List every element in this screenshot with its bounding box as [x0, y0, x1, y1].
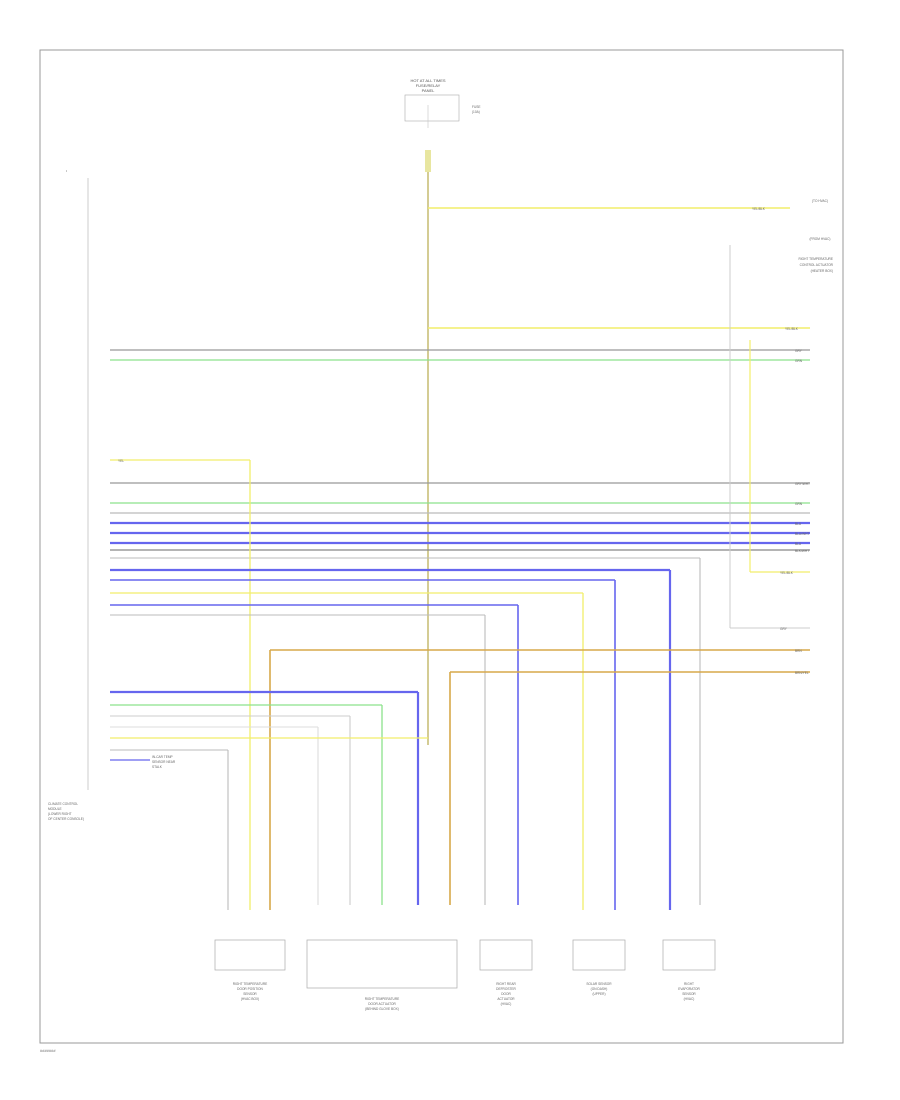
control-module: • CLIMATE CONTROL MODULE (LOWER RIGHT OF…	[48, 169, 89, 821]
component-box-c1	[214, 939, 286, 971]
right-top-label-3: (HEATER BOX)	[811, 269, 833, 273]
fuse-label-line-1: FUSE	[472, 105, 481, 109]
label-yel-572: YEL/BLK	[780, 571, 794, 575]
drop-wires: YEL BRN BRN/YEL IN-CAR TEMP SENSOR NEAR …	[110, 459, 810, 910]
label-gry-350: GRY	[795, 349, 803, 353]
label-brn-650: BRN	[795, 649, 802, 653]
label-blu-523: BLU	[795, 522, 802, 526]
supply-box	[404, 94, 460, 122]
c4-label-1: SOLAR SENSOR	[586, 982, 612, 986]
bottom-components: RIGHT TEMPERATURE DOOR POSITION SENSOR (…	[214, 939, 716, 1011]
module-label-line-2: MODULE	[48, 807, 62, 811]
c1-label-1: RIGHT TEMPERATURE	[233, 982, 268, 986]
c5-label-1: RIGHT	[684, 982, 694, 986]
right-top-component: (TO HVAC) (FROM HVAC) RIGHT TEMPERATURE …	[798, 199, 833, 273]
label-blu-533: BLU/WHT	[795, 532, 809, 536]
right-top-label-2: CONTROL ACTUATOR	[800, 263, 834, 267]
module-label-line-3: (LOWER RIGHT	[48, 812, 72, 816]
label-gry-628: GRY	[780, 627, 788, 631]
fuse-marker	[425, 150, 431, 172]
c5-label-3: SENSOR	[682, 992, 696, 996]
right-note-1: (TO HVAC)	[812, 199, 828, 203]
c3-label-5: (HVAC)	[501, 1002, 512, 1006]
fuse-label-line-2: (10A)	[472, 110, 480, 114]
c4-label-2: (ON DASH)	[591, 987, 608, 991]
component-box-c5	[662, 939, 716, 971]
right-top-label-1: RIGHT TEMPERATURE	[798, 257, 833, 261]
module-label-line-1: CLIMATE CONTROL	[48, 802, 78, 806]
component-box-c3	[479, 939, 533, 971]
component-box-c2	[306, 939, 458, 989]
c2-label-2: DOOR ACTUATOR	[368, 1002, 396, 1006]
side-note-2: SENSOR NEAR	[152, 760, 176, 764]
label-gry-483: GRY/WHT	[795, 482, 810, 486]
c3-label-2: DEFROSTER	[496, 987, 516, 991]
component-box-c4	[572, 939, 626, 971]
supply-label-line-1: HOT AT ALL TIMES	[410, 78, 445, 83]
label-brn-672: BRN/YEL	[795, 671, 809, 675]
c5-label-4: (HVAC)	[684, 997, 695, 1001]
label-yel-460: YEL	[118, 459, 124, 463]
label-grn-503: GRN	[795, 502, 803, 506]
c1-label-3: SENSOR	[243, 992, 257, 996]
c1-label-2: DOOR POSITION	[237, 987, 263, 991]
wire-label-ylwblk-upper: YEL/BLK	[785, 327, 799, 331]
supply-label-line-3: PANEL	[422, 88, 436, 93]
c4-label-3: (UPPER)	[592, 992, 605, 996]
side-note-3: STALK	[152, 765, 163, 769]
top-supply: HOT AT ALL TIMES FUSE/RELAY PANEL FUSE (…	[404, 78, 481, 172]
wire-label-ylwblk-top: YEL/BLK	[752, 207, 766, 211]
diagram-border	[39, 49, 844, 1044]
c5-label-2: EVAPORATOR	[678, 987, 700, 991]
c2-label-1: RIGHT TEMPERATURE	[365, 997, 400, 1001]
label-grn-360: GRN	[795, 359, 803, 363]
right-note-2: (FROM HVAC)	[809, 237, 830, 241]
harness-wires: GRY GRN GRY/WHT GRN BLU BLU/WHT BLU BLK/…	[110, 349, 810, 905]
supply-label-line-2: FUSE/RELAY	[416, 83, 441, 88]
module-pin-A: •	[66, 169, 67, 173]
c3-label-3: DOOR	[501, 992, 511, 996]
c2-label-3: (BEHIND GLOVE BOX)	[365, 1007, 399, 1011]
label-gry-550: BLK/WHT	[795, 549, 809, 553]
c1-label-4: (HVAC BOX)	[241, 997, 259, 1001]
module-label-line-4: OF CENTER CONSOLE)	[48, 817, 84, 821]
side-note-1: IN-CAR TEMP	[152, 755, 173, 759]
label-blu-543: BLU	[795, 542, 802, 546]
diagram-id: #######	[40, 1048, 56, 1053]
c3-label-4: ACTUATOR	[497, 997, 515, 1001]
c3-label-1: RIGHT REAR	[496, 982, 516, 986]
